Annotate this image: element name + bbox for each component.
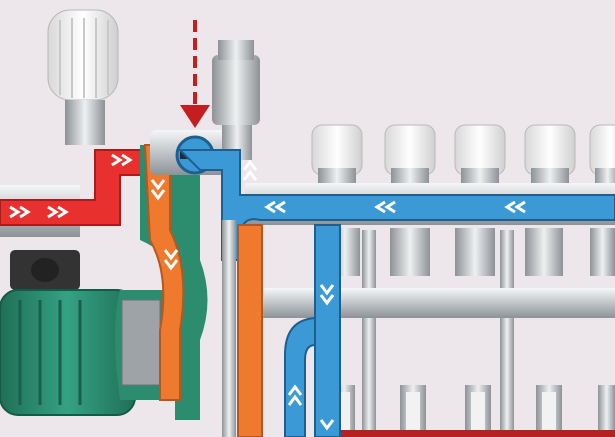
flow-meter-icon: [598, 385, 615, 437]
actuator-icon: [311, 124, 363, 186]
bypass-channel: [237, 224, 263, 437]
impeller: [121, 299, 161, 386]
riser-arrows: [150, 179, 179, 271]
mixed-flow-channel: [143, 144, 185, 401]
actuator-icon: [454, 124, 506, 186]
return-curve: [284, 316, 316, 437]
bypass-arrows: [242, 159, 258, 181]
down-arrow-indicator-icon: [180, 20, 210, 128]
flow-meter-icon: [536, 385, 562, 437]
thermostatic-head-icon: [47, 9, 119, 145]
lower-manifold-bar: [245, 288, 615, 318]
actuator-icon: [589, 124, 615, 186]
actuator-icon: [384, 124, 436, 186]
outlet-connectors: [330, 228, 615, 276]
air-vent-icon: [212, 40, 260, 160]
actuator-row: [311, 124, 615, 186]
pump-motor-icon: [0, 250, 136, 416]
mounting-brackets: [362, 230, 514, 430]
supply-arrows: [9, 153, 133, 219]
bypass-housing: [222, 220, 236, 437]
flow-meter-icon: [465, 385, 491, 437]
return-arrows: [264, 200, 526, 431]
mixing-body: [125, 145, 208, 420]
flow-meter-icon: [400, 385, 426, 437]
actuator-icon: [524, 124, 576, 186]
return-descender: [314, 224, 341, 437]
